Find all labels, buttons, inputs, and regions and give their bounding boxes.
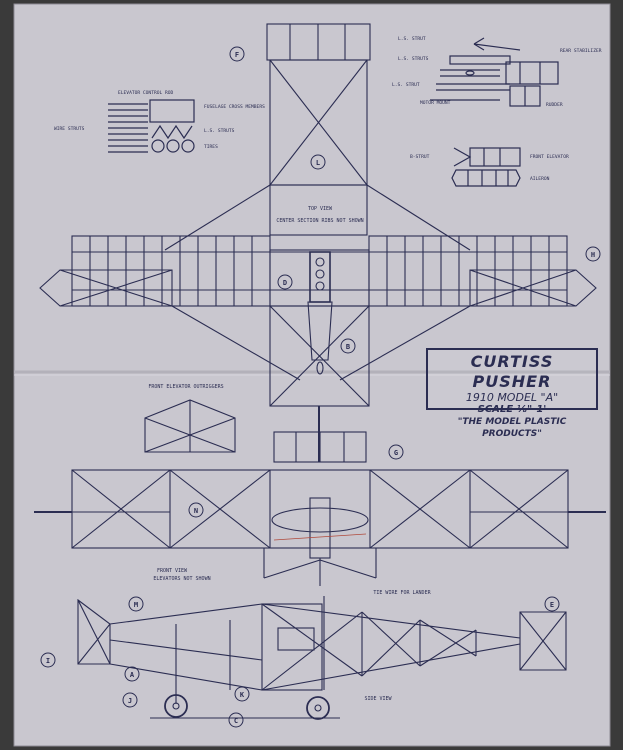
svg-text:J: J xyxy=(128,697,132,705)
callout-markers xyxy=(40,46,601,728)
svg-text:REAR STABILIZER: REAR STABILIZER xyxy=(560,48,602,54)
parts-right xyxy=(430,37,559,187)
front-view xyxy=(34,469,606,586)
svg-text:G: G xyxy=(394,449,398,457)
svg-text:L.S. STRUTS: L.S. STRUTS xyxy=(204,128,235,134)
svg-text:A: A xyxy=(130,671,135,679)
svg-text:L: L xyxy=(316,159,320,167)
svg-text:N: N xyxy=(194,507,198,515)
top-view xyxy=(39,23,597,463)
svg-text:L.S. STRUT: L.S. STRUT xyxy=(392,82,420,88)
title-block: CURTISS PUSHER 1910 MODEL "A" SCALE ⅛"-1… xyxy=(426,348,598,439)
svg-text:TIRES: TIRES xyxy=(204,144,218,150)
svg-text:B-STRUT: B-STRUT xyxy=(410,154,430,160)
plan-scale: SCALE ⅛"-1' xyxy=(477,404,547,415)
callout-letters: F L D B H G N E M I A J C K xyxy=(46,51,595,725)
svg-text:AILERON: AILERON xyxy=(530,176,550,182)
part-labels: ELEVATOR CONTROL ROD FUSELAGE CROSS MEMB… xyxy=(54,36,602,182)
plan-maker: "THE MODEL PLASTIC PRODUCTS" xyxy=(457,417,567,439)
svg-text:I: I xyxy=(46,657,50,665)
view-labels: TOP VIEW CENTER SECTION RIBS NOT SHOWN F… xyxy=(148,206,431,702)
svg-text:C: C xyxy=(234,717,238,725)
svg-text:L.S. STRUTS: L.S. STRUTS xyxy=(398,56,429,62)
svg-text:RUDDER: RUDDER xyxy=(546,102,563,108)
svg-text:CENTER SECTION RIBS NOT SHOWN: CENTER SECTION RIBS NOT SHOWN xyxy=(276,218,363,224)
svg-text:ELEVATOR CONTROL ROD: ELEVATOR CONTROL ROD xyxy=(118,90,174,96)
svg-text:FRONT VIEW: FRONT VIEW xyxy=(157,568,188,574)
svg-text:TIE WIRE FOR LANDER: TIE WIRE FOR LANDER xyxy=(373,590,431,596)
svg-text:K: K xyxy=(240,691,245,699)
svg-text:B: B xyxy=(346,343,350,351)
svg-text:MOTOR MOUNT: MOTOR MOUNT xyxy=(420,100,451,106)
svg-text:FRONT ELEVATOR: FRONT ELEVATOR xyxy=(530,154,569,160)
plan-title: CURTISS PUSHER xyxy=(470,352,554,391)
svg-text:D: D xyxy=(283,279,287,287)
svg-text:FRONT ELEVATOR OUTRIGGERS: FRONT ELEVATOR OUTRIGGERS xyxy=(148,384,223,390)
svg-text:FUSELAGE CROSS MEMBERS: FUSELAGE CROSS MEMBERS xyxy=(204,104,265,110)
outrigger-diagram xyxy=(144,399,236,453)
plan-subtitle: 1910 MODEL "A" xyxy=(465,391,559,404)
svg-text:SIDE VIEW: SIDE VIEW xyxy=(364,696,392,702)
svg-text:L.S. STRUT: L.S. STRUT xyxy=(398,36,426,42)
svg-text:E: E xyxy=(550,601,554,609)
svg-text:F: F xyxy=(235,51,239,59)
svg-text:M: M xyxy=(134,601,138,609)
svg-text:TOP VIEW: TOP VIEW xyxy=(308,206,333,212)
svg-text:WIRE STRUTS: WIRE STRUTS xyxy=(54,126,85,132)
parts-left xyxy=(108,99,195,153)
svg-text:ELEVATORS NOT SHOWN: ELEVATORS NOT SHOWN xyxy=(153,576,210,582)
svg-text:H: H xyxy=(591,251,595,259)
